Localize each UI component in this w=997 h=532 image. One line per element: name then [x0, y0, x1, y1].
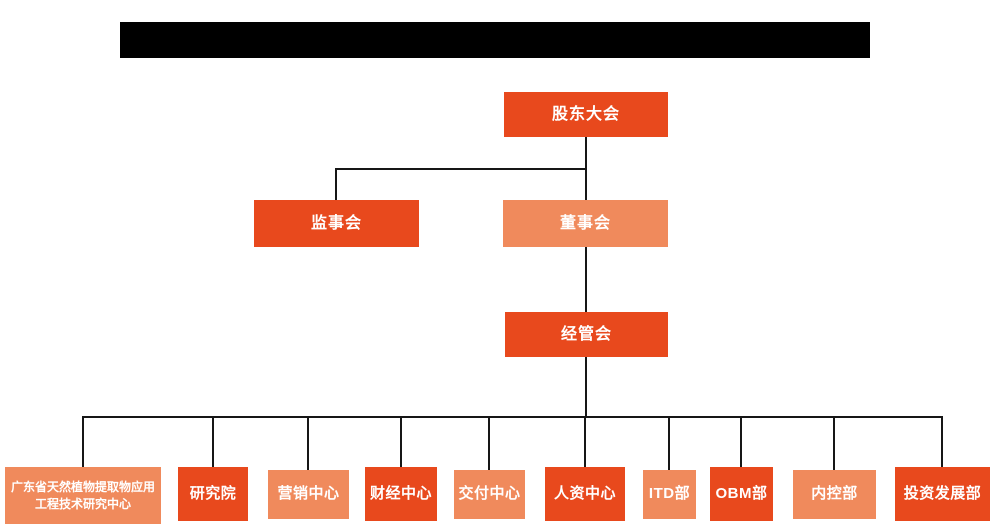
dept-node-marketing-center: 营销中心: [268, 470, 349, 519]
dept-node-finance-center: 财经中心: [365, 467, 437, 521]
dept-node-research-center: 广东省天然植物提取物应用工程技术研究中心: [5, 467, 161, 524]
dept-node-itd-department: ITD部: [643, 470, 696, 519]
node-management-committee: 经管会: [505, 312, 668, 357]
dept-node-delivery-center: 交付中心: [454, 470, 525, 519]
dept-node-internal-control-department: 内控部: [793, 470, 876, 519]
dept-node-hr-center: 人资中心: [545, 467, 625, 521]
dept-node-obm-department: OBM部: [710, 467, 773, 521]
node-board-of-directors: 董事会: [503, 200, 668, 247]
node-shareholders-meeting: 股东大会: [504, 92, 668, 137]
redacted-title-bar: [120, 22, 870, 58]
dept-node-research-institute: 研究院: [178, 467, 248, 521]
node-supervisory-board: 监事会: [254, 200, 419, 247]
dept-node-investment-development-department: 投资发展部: [895, 467, 990, 521]
